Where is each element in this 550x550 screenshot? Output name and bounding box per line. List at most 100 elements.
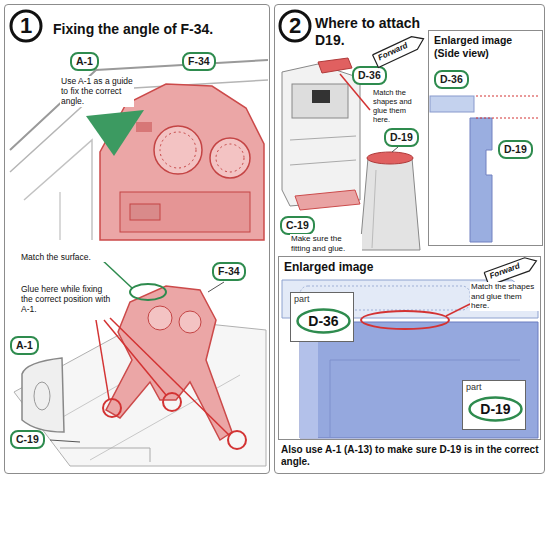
guide-arrow bbox=[86, 110, 144, 156]
d19-part bbox=[372, 170, 376, 248]
cockpit-model bbox=[282, 64, 360, 206]
glue-point-marks bbox=[361, 304, 470, 329]
f34-stand bbox=[106, 286, 232, 440]
part-number: A-1 bbox=[76, 55, 93, 68]
step-panel: Fixing the angle of F-34.1A-1F-34F-34A-1… bbox=[4, 4, 270, 474]
d36-side bbox=[430, 96, 474, 112]
forward-arrow: Forward bbox=[371, 31, 428, 69]
part-number: D-19 bbox=[504, 143, 527, 156]
instruction-note: Make sure the fitting and glue. bbox=[290, 234, 362, 253]
alignment-guide bbox=[476, 118, 540, 119]
step-number-circle: 2 bbox=[278, 9, 312, 43]
cockpit-model bbox=[312, 90, 330, 103]
part-label: D-19 bbox=[498, 140, 533, 159]
direction-word: Forward bbox=[371, 31, 427, 67]
f34-panel-closeup bbox=[216, 144, 244, 172]
d19-side bbox=[470, 118, 492, 242]
f34-panel-closeup bbox=[210, 138, 250, 178]
alignment-guide bbox=[476, 96, 540, 118]
glue-point-marks bbox=[96, 318, 246, 449]
a1-part bbox=[22, 358, 64, 432]
d19-enlarged bbox=[330, 360, 331, 438]
f34-stand bbox=[106, 286, 232, 440]
part-number: F-34 bbox=[218, 265, 240, 278]
c19-part bbox=[295, 190, 360, 210]
d19-part bbox=[360, 152, 420, 250]
part-label: D-36 bbox=[352, 66, 387, 85]
direction-word: Forward bbox=[483, 253, 539, 285]
part-tag: partD-36 bbox=[290, 292, 354, 342]
glue-point-marks bbox=[103, 399, 121, 417]
leader-line bbox=[392, 147, 398, 152]
enlarged-view-box: Enlarged image (Side view) D-36D-19 bbox=[428, 30, 543, 246]
part-number: D-19 bbox=[390, 131, 413, 144]
part-label: C-19 bbox=[280, 216, 315, 235]
part-oval: D-19 bbox=[468, 396, 523, 422]
part-number: A-1 bbox=[16, 339, 33, 352]
f34-panel-closeup bbox=[130, 204, 160, 220]
part-number: D-36 bbox=[296, 308, 351, 333]
f34-panel-closeup bbox=[160, 132, 196, 168]
part-word: part bbox=[463, 381, 525, 394]
f34-panel-closeup bbox=[100, 84, 264, 240]
d36-part bbox=[318, 58, 352, 73]
view-title: Enlarged image (Side view) bbox=[429, 31, 542, 62]
step-number: 2 bbox=[278, 9, 312, 43]
f34-stand bbox=[148, 306, 172, 330]
step-number-circle: 1 bbox=[9, 9, 43, 43]
cockpit-model bbox=[292, 84, 348, 118]
glue-point-marks bbox=[446, 304, 470, 316]
part-label: A-1 bbox=[70, 52, 99, 71]
part-number: D-36 bbox=[358, 69, 381, 82]
part-label: F-34 bbox=[212, 262, 246, 281]
part-number: D-19 bbox=[468, 396, 523, 421]
cockpit-model bbox=[282, 64, 360, 206]
step-number: 1 bbox=[9, 9, 43, 43]
cockpit-model bbox=[290, 136, 356, 140]
part-number: C-19 bbox=[16, 433, 39, 446]
alignment-guide bbox=[476, 96, 540, 97]
cockpit-frame-closeup bbox=[24, 140, 92, 240]
part-word: part bbox=[291, 293, 353, 306]
a1-part bbox=[22, 358, 64, 432]
d19-enlarged bbox=[330, 360, 520, 361]
glue-point-marks bbox=[228, 431, 246, 449]
glue-point-marks bbox=[361, 311, 449, 329]
glue-point-marks bbox=[96, 320, 109, 399]
instruction-note: Match the shapes and glue them here. bbox=[470, 282, 540, 311]
f34-stand bbox=[179, 311, 201, 333]
glue-point-marks bbox=[104, 320, 166, 395]
cockpit-model bbox=[290, 160, 356, 165]
instruction-note: Match the shapes and glue them here. bbox=[372, 88, 426, 124]
f34-panel-closeup bbox=[154, 126, 202, 174]
part-label: D-19 bbox=[384, 128, 419, 147]
part-label: F-34 bbox=[182, 52, 216, 71]
part-label: D-36 bbox=[434, 70, 469, 89]
cockpit-frame-closeup bbox=[10, 60, 268, 240]
a1-part bbox=[34, 382, 50, 410]
d19-part bbox=[367, 152, 413, 164]
part-number: D-36 bbox=[440, 73, 463, 86]
f34-panel-closeup bbox=[136, 122, 152, 132]
instruction-note: Also use A-1 (A-13) to make sure D-19 is… bbox=[280, 444, 540, 468]
cockpit-floor bbox=[60, 448, 150, 462]
instruction-note: Glue here while fixing the correct posit… bbox=[20, 284, 112, 315]
part-tag: partD-19 bbox=[462, 380, 526, 430]
step-title: Fixing the angle of F-34. bbox=[53, 21, 269, 38]
part-label: A-1 bbox=[10, 336, 39, 355]
glue-point-marks bbox=[163, 393, 181, 411]
d19-part bbox=[360, 158, 420, 250]
part-number: C-19 bbox=[286, 219, 309, 232]
part-oval: D-36 bbox=[296, 308, 351, 334]
instruction-note: Use A-1 as a guide to fix the correct an… bbox=[60, 76, 134, 107]
part-label: C-19 bbox=[10, 430, 45, 449]
leader-line bbox=[50, 440, 80, 442]
instruction-note: Match the surface. bbox=[20, 252, 117, 262]
glue-point-marks bbox=[110, 318, 229, 435]
leader-line bbox=[208, 282, 224, 292]
f34-panel-closeup bbox=[100, 84, 264, 240]
part-number: F-34 bbox=[188, 55, 210, 68]
cockpit-frame-closeup bbox=[59, 192, 61, 240]
match-surface-mark bbox=[130, 284, 166, 300]
